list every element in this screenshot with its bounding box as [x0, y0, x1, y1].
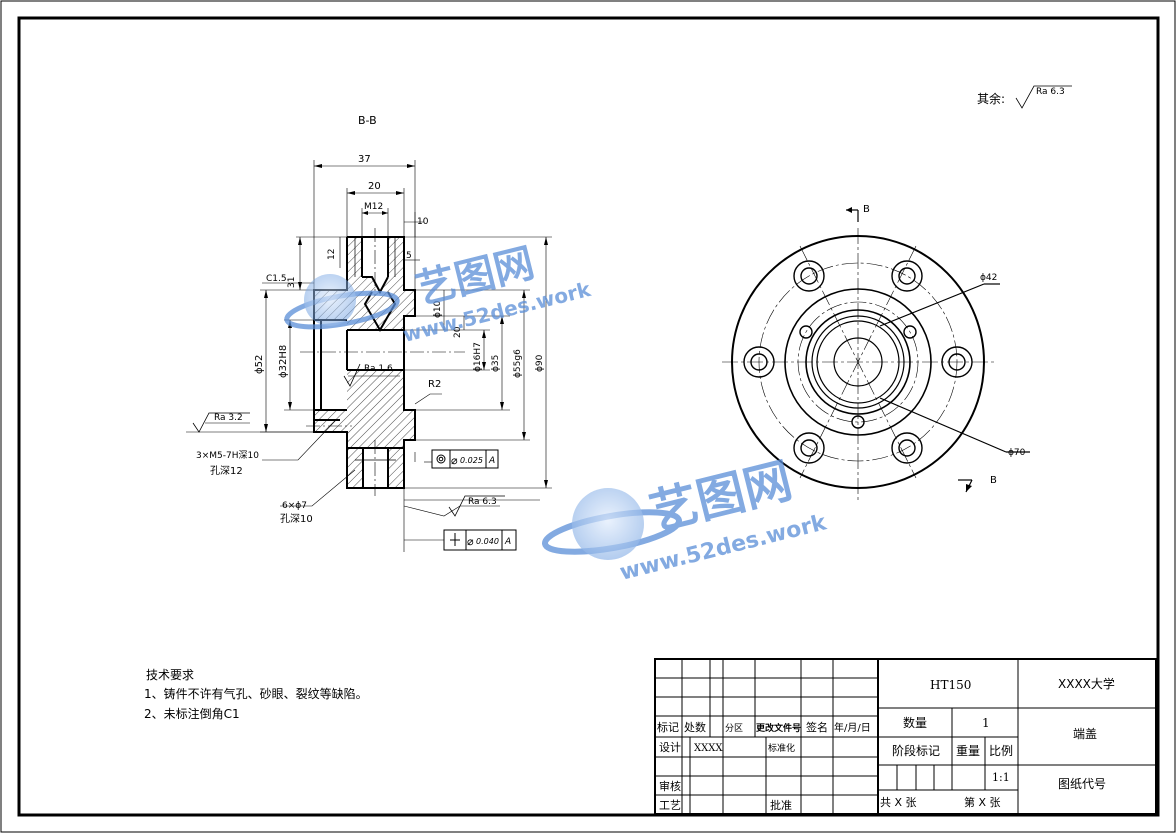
scale-value: 1:1: [992, 771, 1010, 784]
dim-20-small: 20: [453, 326, 463, 338]
dim-phi70: ϕ70: [1008, 448, 1026, 458]
scale-label: 比例: [989, 744, 1013, 758]
dim-m12: M12: [364, 202, 383, 212]
phi-symbol-2: ⌀: [467, 535, 474, 548]
dim-phi42: ϕ42: [980, 273, 997, 283]
tech-req-title: 技术要求: [146, 668, 194, 682]
tapped-holes-note: 3×M5-7H深10: [196, 450, 259, 461]
phi-symbol-1: ⌀: [451, 454, 458, 467]
weight-label: 重量: [956, 744, 980, 758]
dim-phi10: ϕ10: [433, 300, 443, 318]
dim-12: 12: [327, 249, 337, 260]
section-mark-top: B: [863, 204, 870, 215]
stage-label: 阶段标记: [892, 743, 940, 758]
section-view: B-B 37 20 M12 10 5 C1.5 12 31 ϕ10 20 ϕ52…: [186, 114, 552, 552]
dim-phi32h8: ϕ32H8: [278, 345, 289, 378]
school-text: XXXX大学: [1058, 676, 1115, 691]
rev-header-date: 年/月/日: [834, 721, 871, 734]
bolt-holes-note: 6×ϕ7: [282, 501, 307, 511]
standard-label: 标准化: [768, 742, 795, 754]
qty-value: 1: [982, 716, 990, 730]
dim-phi90: ϕ90: [535, 354, 545, 372]
datum-a-1: A: [488, 456, 495, 466]
rev-header-zone: 分区: [725, 723, 743, 734]
dim-5: 5: [406, 251, 412, 261]
dim-phi55g6: ϕ55g6: [513, 349, 523, 378]
dim-phi35: ϕ35: [491, 355, 501, 372]
datum-a-2: A: [504, 537, 511, 547]
runout-tolerance-1: 0.025: [460, 456, 483, 465]
design-label: 设计: [659, 741, 681, 754]
general-surface-note: 其余: Ra 6.3: [977, 85, 1072, 109]
rev-header-mark: 标记: [657, 720, 679, 734]
tech-req-item-1: 1、铸件不许有气孔、砂眼、裂纹等缺陷。: [144, 686, 368, 701]
roughness-63: Ra 6.3: [468, 497, 497, 507]
roughness-32: Ra 3.2: [214, 413, 243, 423]
dim-phi52: ϕ52: [254, 355, 265, 374]
bolt-depth-note: 孔深10: [280, 513, 313, 525]
dim-37: 37: [358, 154, 371, 165]
dim-r2: R2: [428, 379, 441, 390]
designer-name: XXXX: [694, 743, 723, 754]
rev-header-doc: 更改文件号: [756, 722, 801, 734]
approve-label: 批准: [770, 798, 792, 812]
surface-note-roughness: Ra 6.3: [1036, 87, 1065, 97]
qty-label: 数量: [903, 715, 927, 730]
rev-header-sign: 签名: [806, 720, 828, 734]
dim-c15: C1.5: [266, 274, 287, 284]
watermark-2: 艺图网 www.52des.work: [541, 452, 830, 586]
sheet-number: 第 X 张: [964, 795, 1001, 809]
dim-10-top: 10: [417, 217, 429, 227]
drawing-no-text: 图纸代号: [1058, 777, 1106, 791]
review-label: 审核: [659, 779, 681, 793]
dim-20: 20: [368, 181, 381, 192]
title-block: HT150 XXXX大学 端盖 图纸代号 数量 1 阶段标记 重量 比例 1:1…: [654, 658, 1157, 815]
tech-req-item-2: 2、未标注倒角C1: [144, 706, 240, 721]
section-label: B-B: [358, 114, 377, 127]
material-text: HT150: [930, 678, 971, 692]
section-mark-bottom: B: [990, 475, 997, 486]
tapped-depth-note: 孔深12: [210, 465, 243, 477]
surface-note-prefix: 其余:: [977, 91, 1005, 106]
dim-phi16h7: ϕ16H7: [473, 342, 483, 372]
rev-header-count: 处数: [684, 721, 706, 734]
section-hatch-lower: [314, 370, 415, 488]
drawing-frame: [17, 16, 1160, 817]
runout-tolerance-2: 0.040: [476, 537, 499, 546]
dim-31: 31: [287, 277, 297, 288]
total-sheets: 共 X 张: [880, 796, 917, 809]
part-name-text: 端盖: [1073, 727, 1097, 741]
front-view: B B ϕ42 ϕ70: [722, 204, 1030, 500]
tech-requirements: 技术要求 1、铸件不许有气孔、砂眼、裂纹等缺陷。 2、未标注倒角C1: [144, 668, 368, 721]
roughness-16: Ra 1.6: [364, 364, 393, 374]
process-label: 工艺: [659, 799, 681, 812]
